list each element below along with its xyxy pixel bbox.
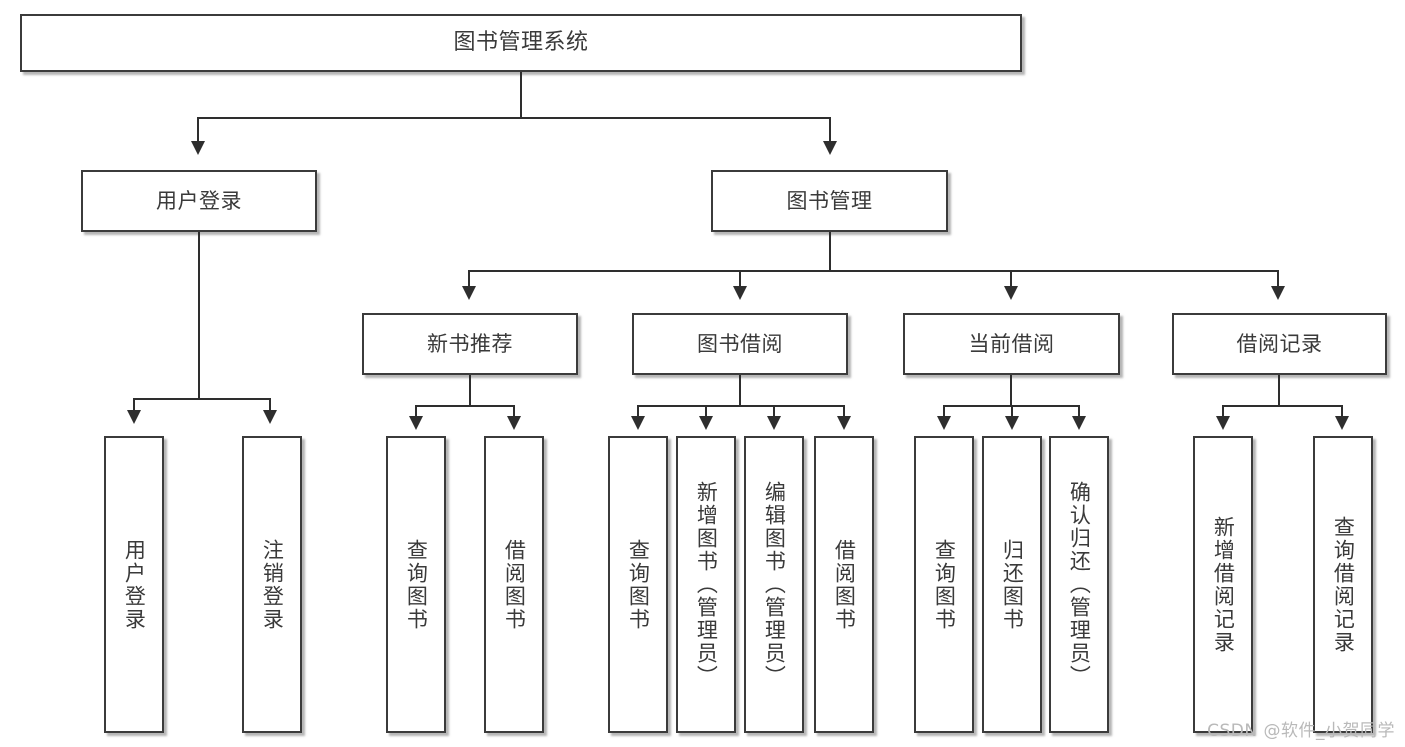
edge-nbr-bus: [415, 405, 514, 407]
node-leaf-edit-book-label: 编辑图书（管理员）: [762, 481, 787, 688]
edge-user-login-drop-1: [133, 398, 135, 412]
edge-br-stem: [1278, 375, 1280, 405]
arrow-to-leaf-borrow-book-1: [507, 416, 521, 430]
node-leaf-query-book-2-label: 查询图书: [626, 538, 651, 631]
node-leaf-confirm-return[interactable]: 确认归还（管理员）: [1049, 436, 1109, 733]
node-new-book-rec-label: 新书推荐: [427, 331, 513, 356]
node-leaf-add-record-label: 新增借阅记录: [1211, 515, 1236, 654]
edge-cb-stem: [1010, 375, 1012, 405]
node-borrow-record[interactable]: 借阅记录: [1172, 313, 1387, 375]
node-root-label: 图书管理系统: [453, 30, 589, 56]
node-book-manage[interactable]: 图书管理: [711, 170, 948, 232]
edge-bb-drop-3: [773, 405, 775, 418]
edge-root-to-user-login: [197, 117, 199, 143]
edge-cb-drop-1: [943, 405, 945, 418]
node-leaf-query-book-1-label: 查询图书: [404, 538, 429, 631]
edge-bb-bus: [637, 405, 845, 407]
arrow-to-leaf-edit-book: [767, 416, 781, 430]
node-leaf-edit-book[interactable]: 编辑图书（管理员）: [744, 436, 804, 733]
arrow-to-leaf-query-book-3: [937, 416, 951, 430]
edge-br-bus: [1222, 405, 1342, 407]
node-current-borrow-label: 当前借阅: [968, 331, 1055, 356]
node-user-login-label: 用户登录: [156, 188, 242, 213]
arrow-to-borrow-record: [1271, 286, 1285, 300]
node-leaf-add-book[interactable]: 新增图书（管理员）: [676, 436, 736, 733]
node-leaf-add-book-label: 新增图书（管理员）: [694, 481, 719, 688]
edge-bb-drop-1: [637, 405, 639, 418]
node-leaf-borrow-book-2-label: 借阅图书: [832, 538, 857, 631]
arrow-to-leaf-query-book-2: [631, 416, 645, 430]
node-book-borrow[interactable]: 图书借阅: [632, 313, 848, 375]
node-leaf-return-book-label: 归还图书: [1000, 538, 1025, 631]
arrow-to-leaf-user-login: [127, 410, 141, 424]
edge-root-bus: [197, 117, 831, 119]
edge-root-stem: [520, 72, 522, 117]
edge-br-drop-1: [1222, 405, 1224, 418]
edge-cb-drop-2: [1011, 405, 1013, 418]
edge-user-login-drop-2: [269, 398, 271, 412]
edge-user-login-stem: [198, 232, 200, 398]
node-root[interactable]: 图书管理系统: [20, 14, 1022, 72]
node-leaf-query-book-2[interactable]: 查询图书: [608, 436, 668, 733]
arrow-to-leaf-query-record: [1335, 416, 1349, 430]
edge-bb-drop-2: [705, 405, 707, 418]
edge-bm-drop-1: [468, 270, 470, 288]
arrow-to-leaf-return-book: [1005, 416, 1019, 430]
watermark: CSDN @软件_小贺同学: [1207, 721, 1395, 741]
node-leaf-query-book-3-label: 查询图书: [932, 538, 957, 631]
arrow-to-leaf-query-book-1: [409, 416, 423, 430]
node-leaf-query-record[interactable]: 查询借阅记录: [1313, 436, 1373, 733]
edge-br-drop-2: [1341, 405, 1343, 418]
arrow-to-leaf-borrow-book-2: [837, 416, 851, 430]
node-leaf-add-record[interactable]: 新增借阅记录: [1193, 436, 1253, 733]
node-leaf-logout[interactable]: 注销登录: [242, 436, 302, 733]
edge-bb-drop-4: [843, 405, 845, 418]
node-leaf-user-login-label: 用户登录: [122, 538, 147, 631]
arrow-to-book-borrow: [733, 286, 747, 300]
node-leaf-borrow-book-1-label: 借阅图书: [502, 538, 527, 631]
node-leaf-confirm-return-label: 确认归还（管理员）: [1067, 481, 1092, 688]
node-leaf-user-login[interactable]: 用户登录: [104, 436, 164, 733]
node-book-manage-label: 图书管理: [786, 188, 873, 213]
edge-cb-drop-3: [1078, 405, 1080, 418]
arrow-to-book-manage: [823, 141, 837, 155]
node-leaf-borrow-book-1[interactable]: 借阅图书: [484, 436, 544, 733]
edge-bm-drop-3: [1010, 270, 1012, 288]
node-leaf-query-book-3[interactable]: 查询图书: [914, 436, 974, 733]
arrow-to-leaf-confirm-return: [1072, 416, 1086, 430]
node-leaf-query-book-1[interactable]: 查询图书: [386, 436, 446, 733]
edge-bm-drop-4: [1277, 270, 1279, 288]
node-leaf-query-record-label: 查询借阅记录: [1331, 515, 1356, 654]
edge-nbr-stem: [469, 375, 471, 405]
arrow-to-leaf-add-book: [699, 416, 713, 430]
arrow-to-current-borrow: [1004, 286, 1018, 300]
edge-bb-stem: [739, 375, 741, 405]
node-current-borrow[interactable]: 当前借阅: [903, 313, 1120, 375]
node-leaf-borrow-book-2[interactable]: 借阅图书: [814, 436, 874, 733]
edge-nbr-drop-2: [513, 405, 515, 418]
node-leaf-return-book[interactable]: 归还图书: [982, 436, 1042, 733]
node-new-book-rec[interactable]: 新书推荐: [362, 313, 578, 375]
arrow-to-leaf-logout: [263, 410, 277, 424]
node-book-borrow-label: 图书借阅: [697, 331, 783, 356]
node-leaf-logout-label: 注销登录: [260, 538, 285, 631]
node-user-login[interactable]: 用户登录: [81, 170, 317, 232]
edge-bm-drop-2: [739, 270, 741, 288]
edge-book-manage-bus: [468, 270, 1277, 272]
edge-nbr-drop-1: [415, 405, 417, 418]
edge-book-manage-stem: [829, 232, 831, 270]
node-borrow-record-label: 借阅记录: [1236, 331, 1323, 356]
arrow-to-new-book-rec: [462, 286, 476, 300]
edge-user-login-bus: [133, 398, 269, 400]
edge-root-to-book-manage: [829, 117, 831, 143]
arrow-to-user-login: [191, 141, 205, 155]
arrow-to-leaf-add-record: [1216, 416, 1230, 430]
